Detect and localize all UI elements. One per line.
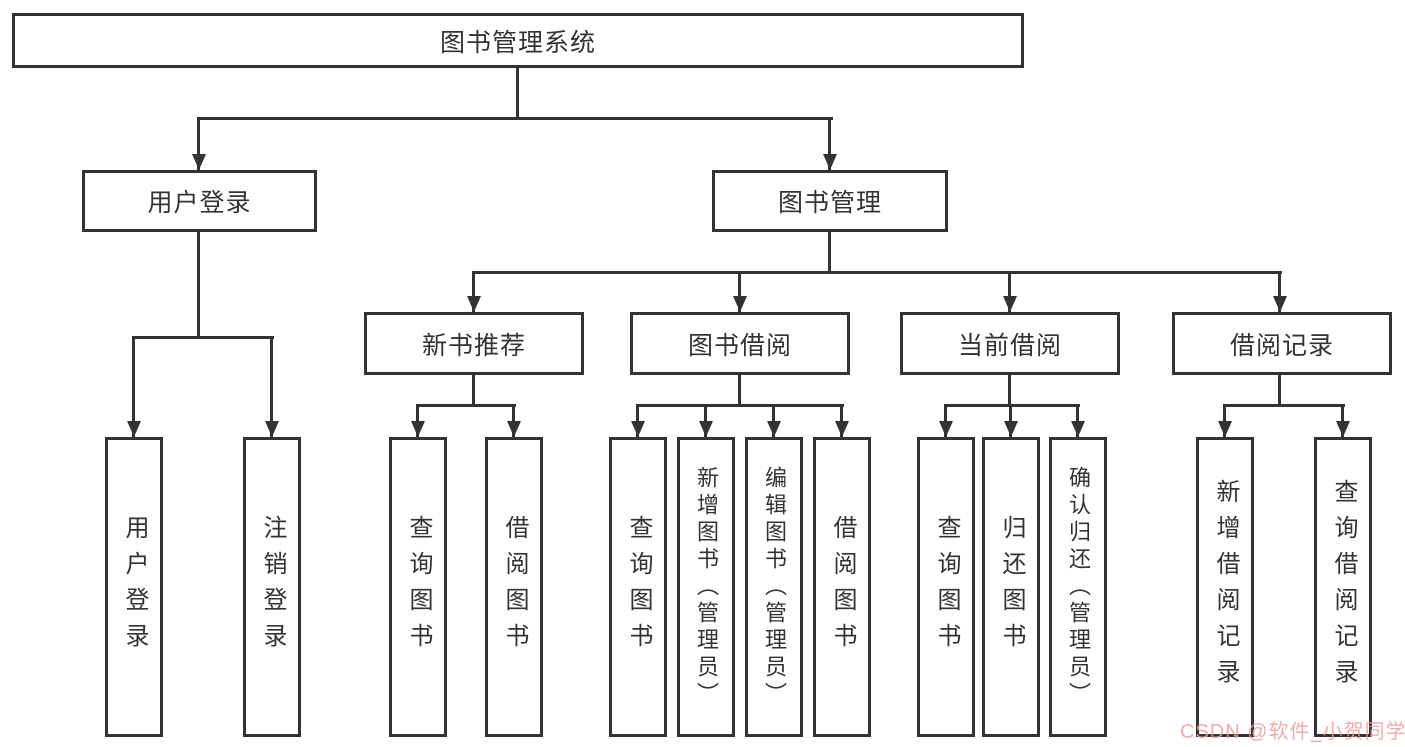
arrow-down-icon xyxy=(1218,421,1232,437)
connector-drop-leaf xyxy=(512,404,515,437)
connector-new-book-stem xyxy=(472,375,475,404)
connector-drop-leaf xyxy=(944,404,947,437)
arrow-down-icon xyxy=(467,296,481,312)
arrow-down-icon xyxy=(939,421,953,437)
arrow-down-icon xyxy=(1273,296,1287,312)
arrow-down-icon xyxy=(1004,421,1018,437)
node-leaf-borrow-books: 借阅图书 xyxy=(485,437,543,737)
connector-drop-leaf xyxy=(1223,404,1226,437)
arrow-down-icon xyxy=(1003,296,1017,312)
node-leaf-logout: 注销登录 xyxy=(243,437,301,737)
node-current-borrowing: 当前借阅 xyxy=(900,312,1120,375)
node-leaf-return-books: 归还图书 xyxy=(982,437,1040,737)
csdn-watermark: CSDN @软件_小贺同学 xyxy=(1180,721,1405,743)
connector-drop-book-management xyxy=(828,117,831,170)
connector-user-login-rail xyxy=(132,336,274,339)
node-label: 用户登录 xyxy=(147,189,252,217)
node-label: 图书管理系统 xyxy=(439,28,596,57)
connector-book-mgmt-rail xyxy=(472,271,1282,274)
connector-drop-leaf xyxy=(636,404,639,437)
node-label: 图书管理 xyxy=(777,189,882,217)
node-label: 当前借阅 xyxy=(957,331,1062,360)
connector-drop-user-login xyxy=(197,117,200,170)
arrow-down-icon xyxy=(507,421,521,437)
connector-current-borrow-stem xyxy=(1008,375,1011,404)
node-leaf-add-books-admin: 新增图书（管理员） xyxy=(677,437,735,737)
arrow-down-icon xyxy=(699,421,713,437)
node-label: 新书推荐 xyxy=(421,331,526,360)
connector-current-borrow-rail xyxy=(944,404,1080,407)
node-leaf-add-borrow-record: 新增借阅记录 xyxy=(1196,437,1254,737)
connector-borrow-records-stem xyxy=(1278,375,1281,404)
connector-root-stem xyxy=(516,68,519,117)
connector-user-login-stem xyxy=(197,232,200,336)
arrow-down-icon xyxy=(767,421,781,437)
node-borrowing-records: 借阅记录 xyxy=(1172,312,1392,375)
node-book-borrowing: 图书借阅 xyxy=(630,312,850,375)
connector-book-borrow-stem xyxy=(738,375,741,404)
connector-root-rail xyxy=(197,117,833,120)
arrow-down-icon xyxy=(192,154,206,170)
node-label: 图书借阅 xyxy=(687,331,792,360)
node-library-management-system: 图书管理系统 xyxy=(12,13,1024,68)
node-new-book-recommendation: 新书推荐 xyxy=(364,312,584,375)
node-leaf-query-books: 查询图书 xyxy=(389,437,447,737)
arrow-down-icon xyxy=(1336,421,1350,437)
node-leaf-query-books: 查询图书 xyxy=(609,437,667,737)
node-leaf-confirm-return-admin: 确认归还（管理员） xyxy=(1049,437,1107,737)
arrow-down-icon xyxy=(411,421,425,437)
connector-borrow-records-rail xyxy=(1223,404,1345,407)
connector-drop-leaf xyxy=(416,404,419,437)
connector-new-book-rail xyxy=(416,404,516,407)
arrow-down-icon xyxy=(835,421,849,437)
connector-drop-leaf xyxy=(1009,404,1012,437)
node-book-management: 图书管理 xyxy=(712,170,948,232)
node-leaf-user-login: 用户登录 xyxy=(105,437,163,737)
connector-book-mgmt-stem xyxy=(828,232,831,271)
node-label: 借阅记录 xyxy=(1229,331,1334,360)
connector-drop-leaf xyxy=(772,404,775,437)
connector-drop-new-book xyxy=(472,271,475,312)
node-leaf-query-books: 查询图书 xyxy=(917,437,975,737)
node-leaf-edit-books-admin: 编辑图书（管理员） xyxy=(745,437,803,737)
node-leaf-borrow-books: 借阅图书 xyxy=(813,437,871,737)
connector-drop-logout xyxy=(270,336,273,437)
arrow-down-icon xyxy=(733,296,747,312)
node-user-login: 用户登录 xyxy=(82,170,317,232)
arrow-down-icon xyxy=(1071,421,1085,437)
connector-drop-leaf xyxy=(840,404,843,437)
arrow-down-icon xyxy=(127,421,141,437)
connector-drop-leaf xyxy=(1076,404,1079,437)
connector-drop-borrow-records xyxy=(1278,271,1281,312)
connector-book-borrow-rail xyxy=(636,404,844,407)
connector-drop-leaf xyxy=(1341,404,1344,437)
connector-drop-current-borrow xyxy=(1008,271,1011,312)
arrow-down-icon xyxy=(265,421,279,437)
arrow-down-icon xyxy=(823,154,837,170)
connector-drop-book-borrow xyxy=(738,271,741,312)
arrow-down-icon xyxy=(631,421,645,437)
connector-drop-login xyxy=(132,336,135,437)
node-leaf-query-borrow-record: 查询借阅记录 xyxy=(1314,437,1372,737)
connector-drop-leaf xyxy=(704,404,707,437)
